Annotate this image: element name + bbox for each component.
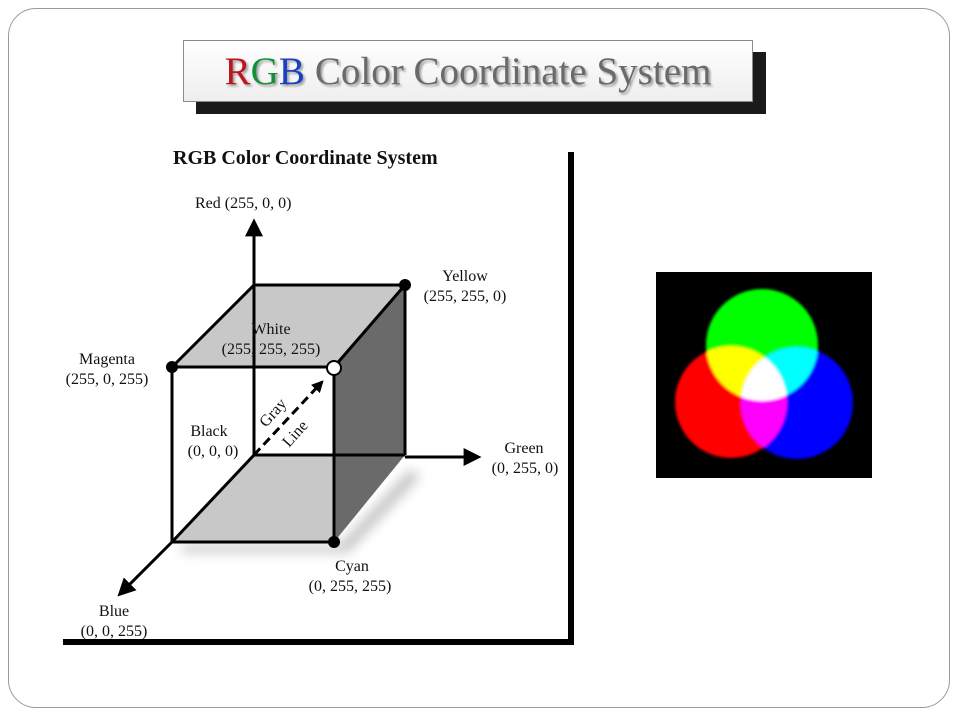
cube-edges	[170, 283, 407, 544]
magenta-vertex	[166, 361, 178, 373]
title-letter-r: R	[224, 49, 251, 93]
title-text: Color Coordinate System	[314, 49, 712, 93]
black-label-value: (0, 0, 0)	[188, 443, 239, 460]
title-letter-g: G	[250, 49, 279, 93]
cube-shadow	[182, 470, 420, 552]
gray-line-arrow	[252, 380, 324, 457]
white-label-value: (255, 255, 255)	[222, 341, 321, 358]
green-label-name: Green	[504, 440, 543, 457]
white-vertex	[326, 360, 342, 376]
red-label: Red (255, 0, 0)	[195, 195, 291, 212]
title-letter-b: B	[278, 49, 305, 93]
yellow-label-name: Yellow	[442, 268, 488, 285]
blue-axis-arrow	[117, 540, 174, 597]
yellow-label-value: (255, 255, 0)	[424, 288, 507, 305]
gray-line-label-gray: Gray	[256, 396, 290, 431]
magenta-label-value: (255, 0, 255)	[66, 371, 149, 388]
cyan-vertex	[328, 536, 340, 548]
cube-top-face	[172, 285, 405, 367]
black-label-name: Black	[190, 423, 227, 440]
blue-label-name: Blue	[99, 603, 129, 620]
magenta-label-name: Magenta	[79, 351, 135, 368]
venn-white-overlap	[741, 347, 787, 401]
cyan-label-value: (0, 255, 255)	[309, 578, 392, 595]
yellow-vertex	[399, 279, 411, 291]
cube-right-face	[334, 285, 405, 542]
additive-color-venn	[656, 272, 872, 478]
diagram-title: RGB Color Coordinate System	[173, 147, 438, 169]
white-label-name: White	[251, 321, 290, 338]
cyan-label-name: Cyan	[335, 558, 369, 575]
green-label-value: (0, 255, 0)	[492, 460, 559, 477]
venn-svg	[675, 289, 853, 459]
blue-label-value: (0, 0, 255)	[81, 623, 148, 640]
